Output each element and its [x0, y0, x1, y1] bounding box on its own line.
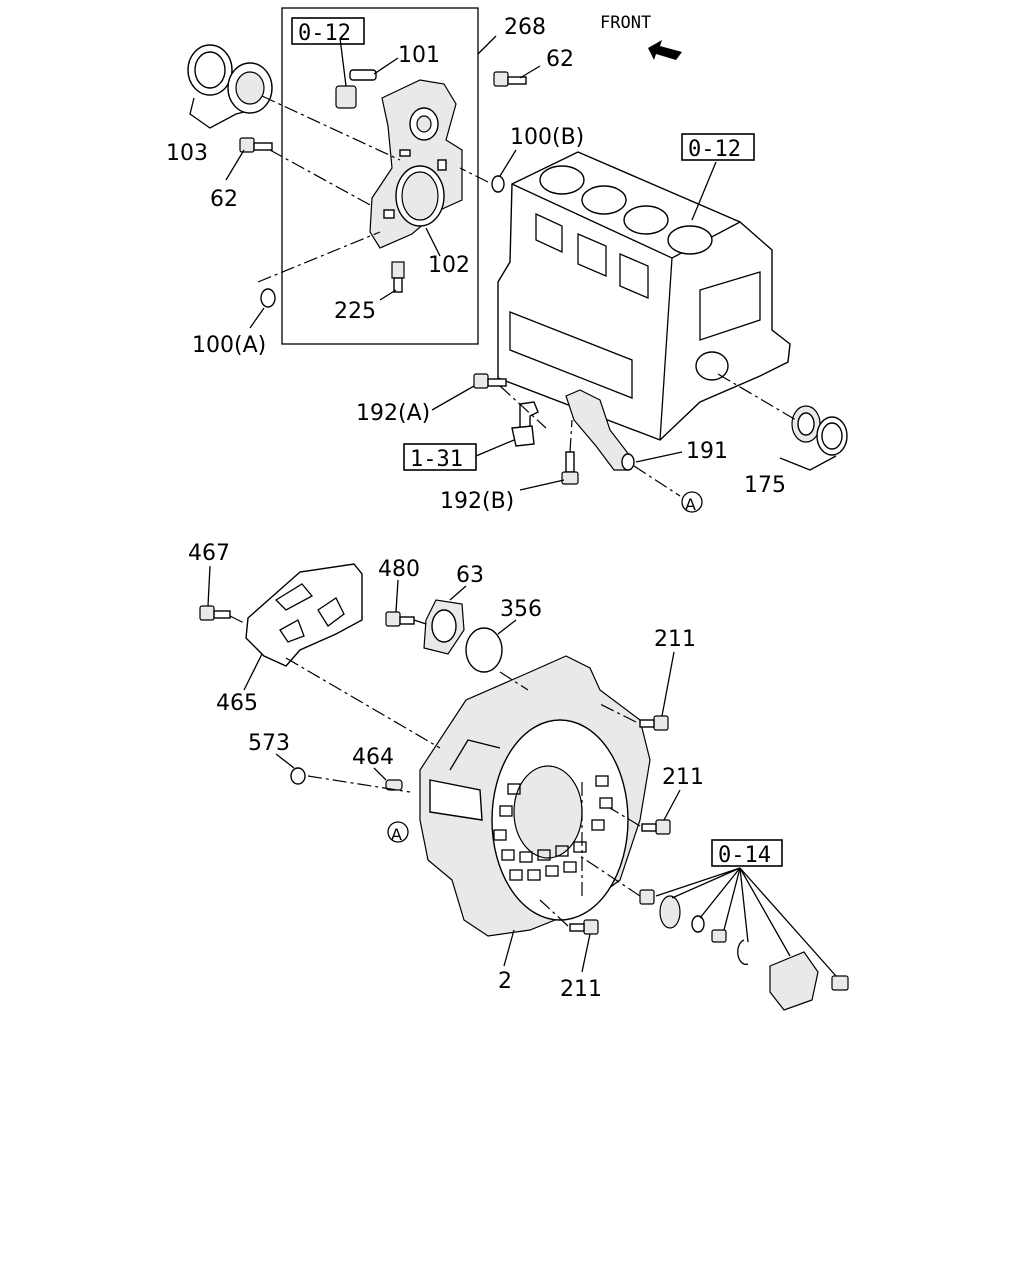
bracket-191: [565, 389, 635, 471]
front-arrow-icon: [648, 40, 682, 60]
bolt-62-right: [493, 71, 527, 87]
clip-1-31: [511, 401, 539, 447]
callout-100a: 100(A): [192, 333, 266, 358]
bolt-211-bottom: [569, 919, 599, 935]
callout-175: 175: [744, 473, 786, 498]
callout-2: 2: [498, 969, 512, 994]
reference-circle-a-top: [681, 491, 703, 513]
bolt-192a: [473, 373, 507, 389]
o-ring-100b: [491, 175, 505, 193]
ref-box-1-31[interactable]: [403, 443, 477, 471]
ref-box-0-14[interactable]: [711, 839, 783, 867]
o-ring-356: [465, 627, 503, 673]
flywheel-housing: [419, 655, 651, 937]
callout-192b: 192(B): [440, 489, 514, 514]
ref-0-12-block[interactable]: 0-12: [688, 137, 741, 162]
bolt-192b: [561, 451, 579, 485]
callout-101: 101: [398, 43, 440, 68]
drain-plug-225: [391, 261, 405, 293]
callout-573: 573: [248, 731, 290, 756]
bolt-467: [199, 605, 231, 621]
callout-211-top: 211: [654, 627, 696, 652]
cylinder-block: [497, 151, 791, 441]
bolt-480: [385, 611, 415, 627]
flange-63: [423, 599, 465, 655]
callout-211-middle: 211: [662, 765, 704, 790]
ref-0-14[interactable]: 0-14: [718, 843, 771, 868]
bolt-211-top: [639, 715, 669, 731]
callout-225: 225: [334, 299, 376, 324]
callout-a-bottom: A: [391, 825, 402, 844]
seal-pair-103: [187, 44, 273, 129]
callout-63: 63: [456, 563, 484, 588]
callout-480: 480: [378, 557, 420, 582]
ref-0-12-top[interactable]: 0-12: [298, 21, 351, 46]
seal-573: [290, 767, 306, 785]
cover-assembly-0-14: [639, 889, 849, 1011]
callout-356: 356: [500, 597, 542, 622]
callout-100b: 100(B): [510, 125, 584, 150]
callout-62-right: 62: [546, 47, 574, 72]
ref-box-0-12-block[interactable]: [681, 133, 755, 161]
callout-103: 103: [166, 141, 208, 166]
callout-268: 268: [504, 15, 546, 40]
callout-a-top: A: [685, 495, 696, 514]
callout-191: 191: [686, 439, 728, 464]
ref-box-0-12-top[interactable]: [291, 17, 365, 45]
reference-circle-a-bottom: [387, 821, 409, 843]
callout-467: 467: [188, 541, 230, 566]
bolt-62-left: [239, 137, 273, 153]
callout-465: 465: [216, 691, 258, 716]
cover-plate-465: [245, 563, 363, 667]
front-cover-plate: [369, 79, 463, 249]
bolt-211-middle: [641, 819, 671, 835]
rear-seal-pair-175: [779, 405, 848, 471]
front-label: FRONT: [600, 13, 651, 33]
sensor-101: [335, 69, 377, 109]
callout-102: 102: [428, 253, 470, 278]
callout-211-bottom: 211: [560, 977, 602, 1002]
callout-192a: 192(A): [356, 401, 430, 426]
ref-1-31[interactable]: 1-31: [410, 447, 463, 472]
front-cover-group-frame: [281, 7, 479, 345]
callout-464: 464: [352, 745, 394, 770]
o-ring-100a: [260, 288, 276, 308]
callout-62-left: 62: [210, 187, 238, 212]
